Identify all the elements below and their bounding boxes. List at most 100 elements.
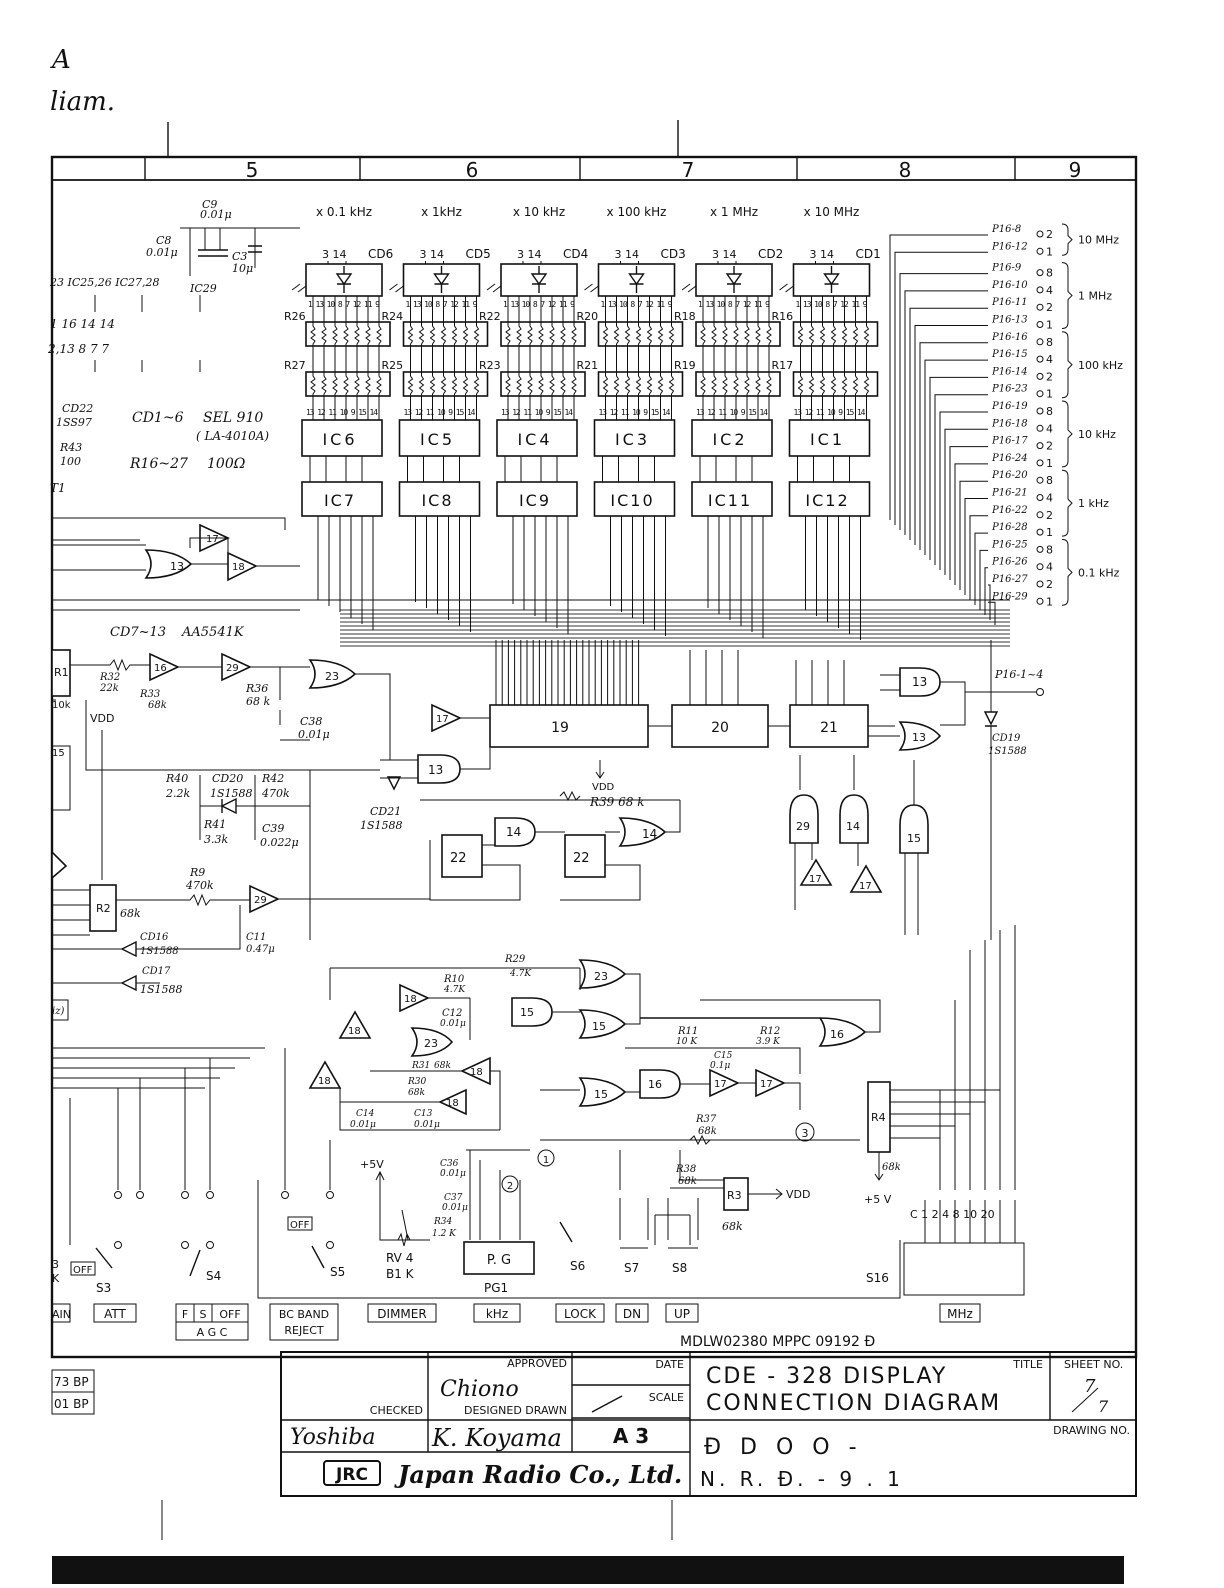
svg-text:14: 14: [642, 827, 657, 841]
svg-text:13: 13: [912, 675, 927, 689]
svg-text:22: 22: [573, 851, 590, 866]
pins-row-2: 2,13 8 7 7: [47, 342, 109, 356]
p16-pin: P16-16 8: [919, 332, 1053, 550]
s8-label: S8: [672, 1261, 687, 1275]
c13-label: C13: [414, 1109, 433, 1119]
p16-weight-label: 1: [1046, 319, 1053, 332]
decoder-ic: [398, 419, 481, 457]
ic29-label: IC29: [189, 282, 217, 295]
cd1-6-label: CD1~6: [132, 410, 184, 426]
column-number: 9: [1069, 158, 1082, 182]
display-multiplier: x 1kHz: [421, 205, 462, 219]
resistor-network-a-label: R22: [479, 310, 501, 323]
p16-pin-label: P16-25: [991, 539, 1028, 550]
drawing-frame: [50, 120, 1138, 1540]
p16-weight-label: 2: [1046, 440, 1053, 453]
p16-weight-label: 2: [1046, 578, 1053, 591]
svg-text:13: 13: [912, 731, 926, 744]
display-cd-label: CD1: [856, 247, 881, 261]
p16-weight-label: 4: [1046, 422, 1053, 435]
p16-pin-label: P16-12: [991, 241, 1028, 252]
decoder-ic: [301, 419, 383, 457]
vdd-r3-label: VDD: [786, 1188, 810, 1201]
r30-label: R30: [407, 1077, 427, 1087]
c15-label: C15: [714, 1051, 733, 1061]
p16-weight-label: 1: [1046, 245, 1053, 258]
bp-1: 73 BP: [54, 1375, 89, 1389]
svg-text:18: 18: [348, 1026, 361, 1037]
pg1-label: PG1: [484, 1281, 508, 1295]
p16-pin-label: P16-16: [991, 332, 1028, 343]
corner-letter: A: [50, 45, 71, 75]
p16-pin-label: P16-8: [991, 224, 1021, 235]
p16-range-label: 10 kHz: [1078, 428, 1116, 441]
c14-label: C14: [356, 1109, 375, 1119]
r31-value: 68k: [434, 1061, 451, 1071]
r9-value: 470k: [185, 879, 214, 892]
c36-value: 0.01μ: [440, 1169, 466, 1179]
panel-bc-band: BC BAND: [279, 1308, 329, 1321]
resistor-network-b: [597, 371, 684, 397]
r10-value: 4.7K: [443, 985, 466, 995]
designed-signature: K. Koyama: [431, 1424, 562, 1452]
column-number: 8: [899, 158, 912, 182]
ic19-block: [489, 704, 649, 748]
p16-pin-label: P16-19: [991, 401, 1028, 412]
decoder-ic-label: IC2: [712, 430, 747, 449]
display-pins-label: 3 14: [810, 248, 835, 261]
display-multiplier: x 0.1 kHz: [316, 205, 372, 219]
led-icon: [823, 266, 840, 293]
r43-value: 100: [60, 455, 81, 468]
r36-value: 68 k: [246, 695, 270, 708]
dimmer-circuit: R40 2.2k CD20 1S1588 R42 470k R41 3.3k C…: [51, 770, 431, 1021]
p16-pin-label: P16-20: [991, 470, 1028, 481]
decoder-ic-label: IC1: [810, 430, 845, 449]
ic-input-pins-label: 13 12 11 10 9 15 14: [501, 408, 573, 417]
led-icon: [725, 266, 743, 293]
segment-pins-label: 1 13 10 8 7 12 11 9: [698, 300, 770, 309]
r2-value: 68k: [120, 907, 141, 920]
svg-text:19: 19: [551, 720, 569, 736]
resistor-network-a: [305, 321, 391, 347]
r42-label: R42: [261, 772, 284, 785]
n15-label: 15: [52, 748, 65, 759]
c12-value: 0.01μ: [440, 1019, 466, 1029]
r40-label: R40: [165, 772, 188, 785]
r3-label: R3: [727, 1189, 742, 1202]
designed-label: DESIGNED DRAWN: [464, 1404, 567, 1417]
checked-signature: Yoshiba: [290, 1425, 376, 1450]
segment-pins-label: 1 13 10 8 7 12 11 9: [406, 300, 478, 309]
r12-value: 3.9 K: [756, 1037, 781, 1047]
svg-text:1: 1: [543, 1155, 549, 1166]
p5v-r4-label: +5 V: [864, 1193, 892, 1206]
s4-label: S4: [206, 1269, 221, 1283]
r39-label: R39 68 k: [589, 795, 644, 809]
display-pins-label: 3 14: [615, 248, 640, 261]
ic-input-pins-label: 13 12 11 10 9 15 14: [696, 408, 768, 417]
c8-value: 0.01μ: [146, 246, 178, 259]
aa5541k-label: AA5541K: [181, 625, 245, 640]
r38-label: R38: [675, 1164, 696, 1175]
bp-2: 01 BP: [54, 1397, 89, 1411]
svg-text:16: 16: [154, 663, 167, 674]
svg-text:15: 15: [592, 1020, 606, 1033]
r1-value: 10k: [52, 700, 71, 711]
ic20-block: [671, 704, 769, 748]
approved-label: APPROVED: [507, 1357, 567, 1370]
svg-text:18: 18: [446, 1098, 459, 1109]
p16-weight-label: 8: [1046, 405, 1053, 418]
p16-pin-label: P16-15: [991, 349, 1028, 360]
r3-value: 68k: [722, 1220, 743, 1233]
panel-f: F: [182, 1308, 188, 1321]
latch-ic-label: IC11: [708, 491, 752, 510]
cd16-part: 1S1588: [140, 946, 179, 957]
title-label: TITLE: [1012, 1358, 1043, 1371]
resistor-network-a: [597, 321, 684, 347]
r4-value: 68k: [882, 1162, 901, 1173]
r10-label: R10: [443, 974, 465, 985]
